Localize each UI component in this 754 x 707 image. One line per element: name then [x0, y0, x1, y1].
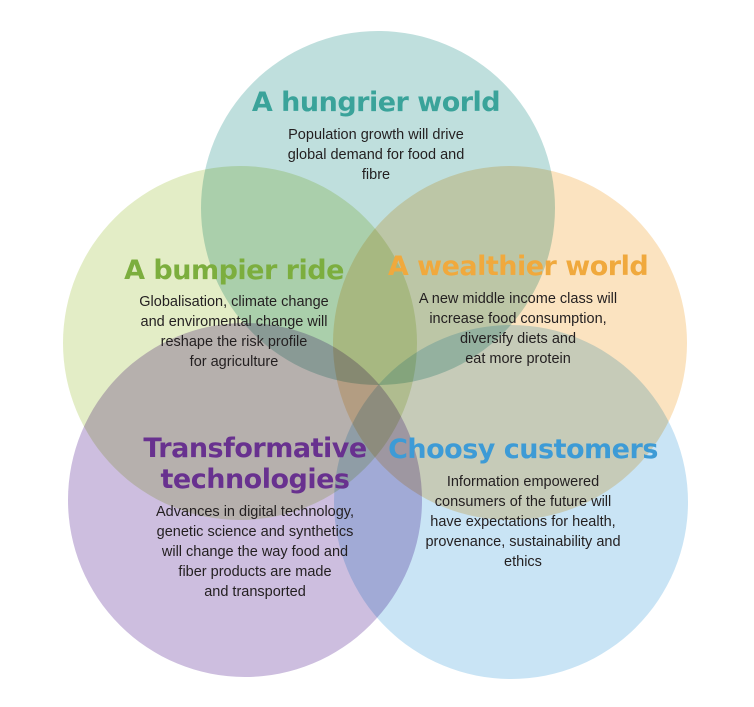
- text-choosy-customers: Information empowered consumers of the f…: [425, 474, 621, 570]
- label-choosy-customers: Choosy customers Information empowered c…: [368, 435, 678, 572]
- text-wealthier-world: A new middle income class will increase …: [418, 291, 618, 367]
- label-bumpier-ride: A bumpier ride Globalisation, climate ch…: [84, 256, 384, 372]
- title-hungrier-world: A hungrier world: [251, 87, 501, 118]
- text-transformative-technologies: Advances in digital technology, genetic …: [155, 504, 355, 600]
- text-hungrier-world: Population growth will drive global dema…: [287, 127, 465, 183]
- label-hungrier-world: A hungrier world Population growth will …: [226, 88, 526, 185]
- text-bumpier-ride: Globalisation, climate change and enviro…: [139, 294, 329, 370]
- title-transformative-technologies: Transformative technologies: [143, 433, 367, 495]
- circle-choosy-customers: [334, 325, 688, 679]
- label-wealthier-world: A wealthier world A new middle income cl…: [368, 252, 668, 369]
- title-wealthier-world: A wealthier world: [387, 251, 649, 282]
- title-choosy-customers: Choosy customers: [388, 434, 658, 465]
- title-bumpier-ride: A bumpier ride: [124, 255, 344, 286]
- label-transformative-technologies: Transformative technologies Advances in …: [100, 433, 410, 602]
- circle-transformative-technologies: [68, 323, 422, 677]
